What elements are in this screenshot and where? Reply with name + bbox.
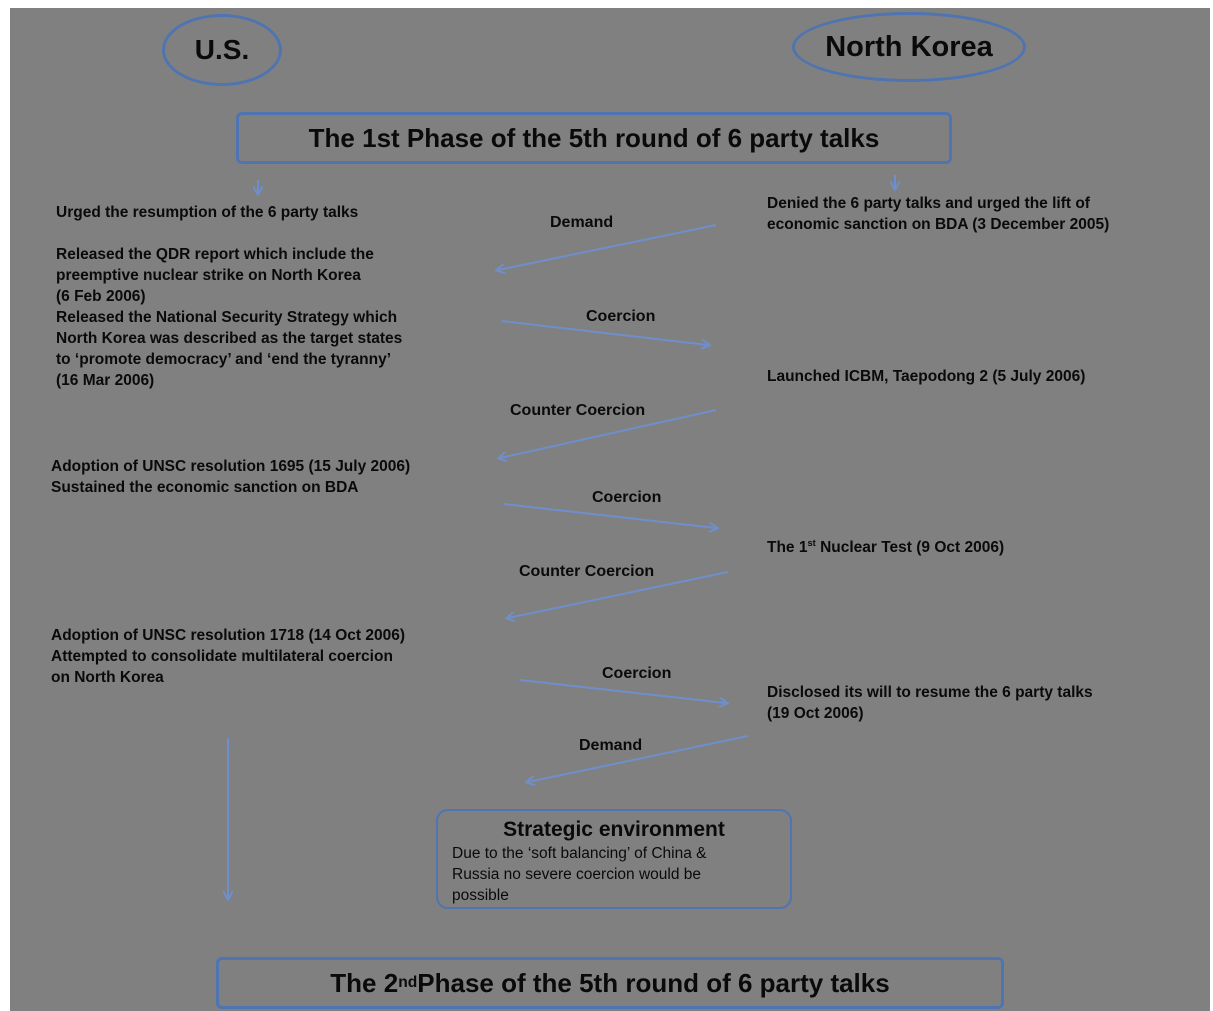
strategic-environment-line: possible xyxy=(452,887,509,904)
us-event-line: North Korea was described as the target … xyxy=(56,330,403,347)
arrow-label-demand-2: Demand xyxy=(579,737,643,754)
arrow-coercion-1 xyxy=(501,320,708,345)
arrow-coercion-2 xyxy=(503,503,716,528)
phase-top-box: The 1st Phase of the 5th round of 6 part… xyxy=(236,112,952,164)
phase-bottom-prefix: The 2 xyxy=(330,967,399,998)
arrow-demand-2 xyxy=(528,735,749,782)
us-event-line: Sustained the economic sanction on BDA xyxy=(51,479,359,496)
arrow-label-counter-coercion-1: Counter Coercion xyxy=(510,402,646,419)
us-event-line: preemptive nuclear strike on North Korea xyxy=(56,267,361,284)
nk-event-2: Launched ICBM, Taepodong 2 (5 July 2006) xyxy=(767,366,1085,387)
north-korea-actor-label: North Korea xyxy=(825,30,993,63)
nk-event-3: The 1st Nuclear Test (9 Oct 2006) xyxy=(767,533,1004,558)
phase-bottom-suffix: Phase of the 5th round of 6 party talks xyxy=(417,967,890,998)
us-actor-label: U.S. xyxy=(194,34,250,65)
diagram-canvas: U.S. North Korea The 1st Phase of the 5t… xyxy=(10,8,1210,1011)
strategic-environment-title: Strategic environment xyxy=(503,818,725,841)
nk-event-line: Disclosed its will to resume the 6 party… xyxy=(767,684,1093,701)
arrow-label-coercion-2: Coercion xyxy=(592,489,662,506)
nk-event-line: Launched ICBM, Taepodong 2 (5 July 2006) xyxy=(767,368,1086,385)
strategic-environment-box: Strategic environment Due to the ‘soft b… xyxy=(436,809,792,909)
us-event-line: Urged the resumption of the 6 party talk… xyxy=(56,204,359,221)
nk-event-1: Denied the 6 party talks and urged the l… xyxy=(767,193,1109,235)
arrow-demand-1 xyxy=(498,224,717,270)
nk-event-line: Denied the 6 party talks and urged the l… xyxy=(767,195,1090,212)
nk-event-4: Disclosed its will to resume the 6 party… xyxy=(767,682,1093,724)
strategic-environment-line: Due to the ‘soft balancing’ of China & xyxy=(452,845,707,862)
arrow-label-coercion-3: Coercion xyxy=(602,665,672,682)
us-event-1: Urged the resumption of the 6 party talk… xyxy=(56,202,358,223)
north-korea-actor-oval: North Korea xyxy=(792,12,1026,82)
us-event-line: Released the QDR report which include th… xyxy=(56,246,374,263)
phase-top-label: The 1st Phase of the 5th round of 6 part… xyxy=(308,122,880,153)
strategic-environment-line: Russia no severe coercion would be xyxy=(452,866,701,883)
arrow-counter-coercion-1 xyxy=(500,409,717,458)
arrow-label-counter-coercion-2: Counter Coercion xyxy=(519,563,655,580)
arrows-layer xyxy=(10,175,1210,1011)
arrow-coercion-3 xyxy=(519,679,726,703)
us-event-line: to ‘promote democracy’ and ‘end the tyra… xyxy=(56,351,392,368)
arrow-label-coercion-1: Coercion xyxy=(586,308,656,325)
nk-event-prefix: The 1 xyxy=(767,539,808,557)
us-event-line: Adoption of UNSC resolution 1695 (15 Jul… xyxy=(51,458,411,475)
nk-event-line: (19 Oct 2006) xyxy=(767,705,864,722)
arrow-counter-coercion-2 xyxy=(508,571,729,618)
us-event-line: Released the National Security Strategy … xyxy=(56,309,398,326)
phase-bottom-sup: nd xyxy=(398,974,418,991)
nk-event-line: economic sanction on BDA (3 December 200… xyxy=(767,216,1110,233)
us-event-line: (6 Feb 2006) xyxy=(56,288,146,305)
us-event-3: Adoption of UNSC resolution 1695 (15 Jul… xyxy=(51,456,410,498)
nk-event-suffix: Nuclear Test (9 Oct 2006) xyxy=(815,539,1005,557)
nk-event-sup: st xyxy=(807,538,816,548)
us-event-2: Released the QDR report which include th… xyxy=(56,244,402,391)
us-event-line: (16 Mar 2006) xyxy=(56,372,155,389)
arrow-label-demand-1: Demand xyxy=(550,214,614,231)
us-event-line: Adoption of UNSC resolution 1718 (14 Oct… xyxy=(51,627,405,644)
us-actor-oval: U.S. xyxy=(162,14,282,86)
us-event-line: on North Korea xyxy=(51,669,164,686)
us-event-4: Adoption of UNSC resolution 1718 (14 Oct… xyxy=(51,625,405,688)
us-event-line: Attempted to consolidate multilateral co… xyxy=(51,648,393,665)
